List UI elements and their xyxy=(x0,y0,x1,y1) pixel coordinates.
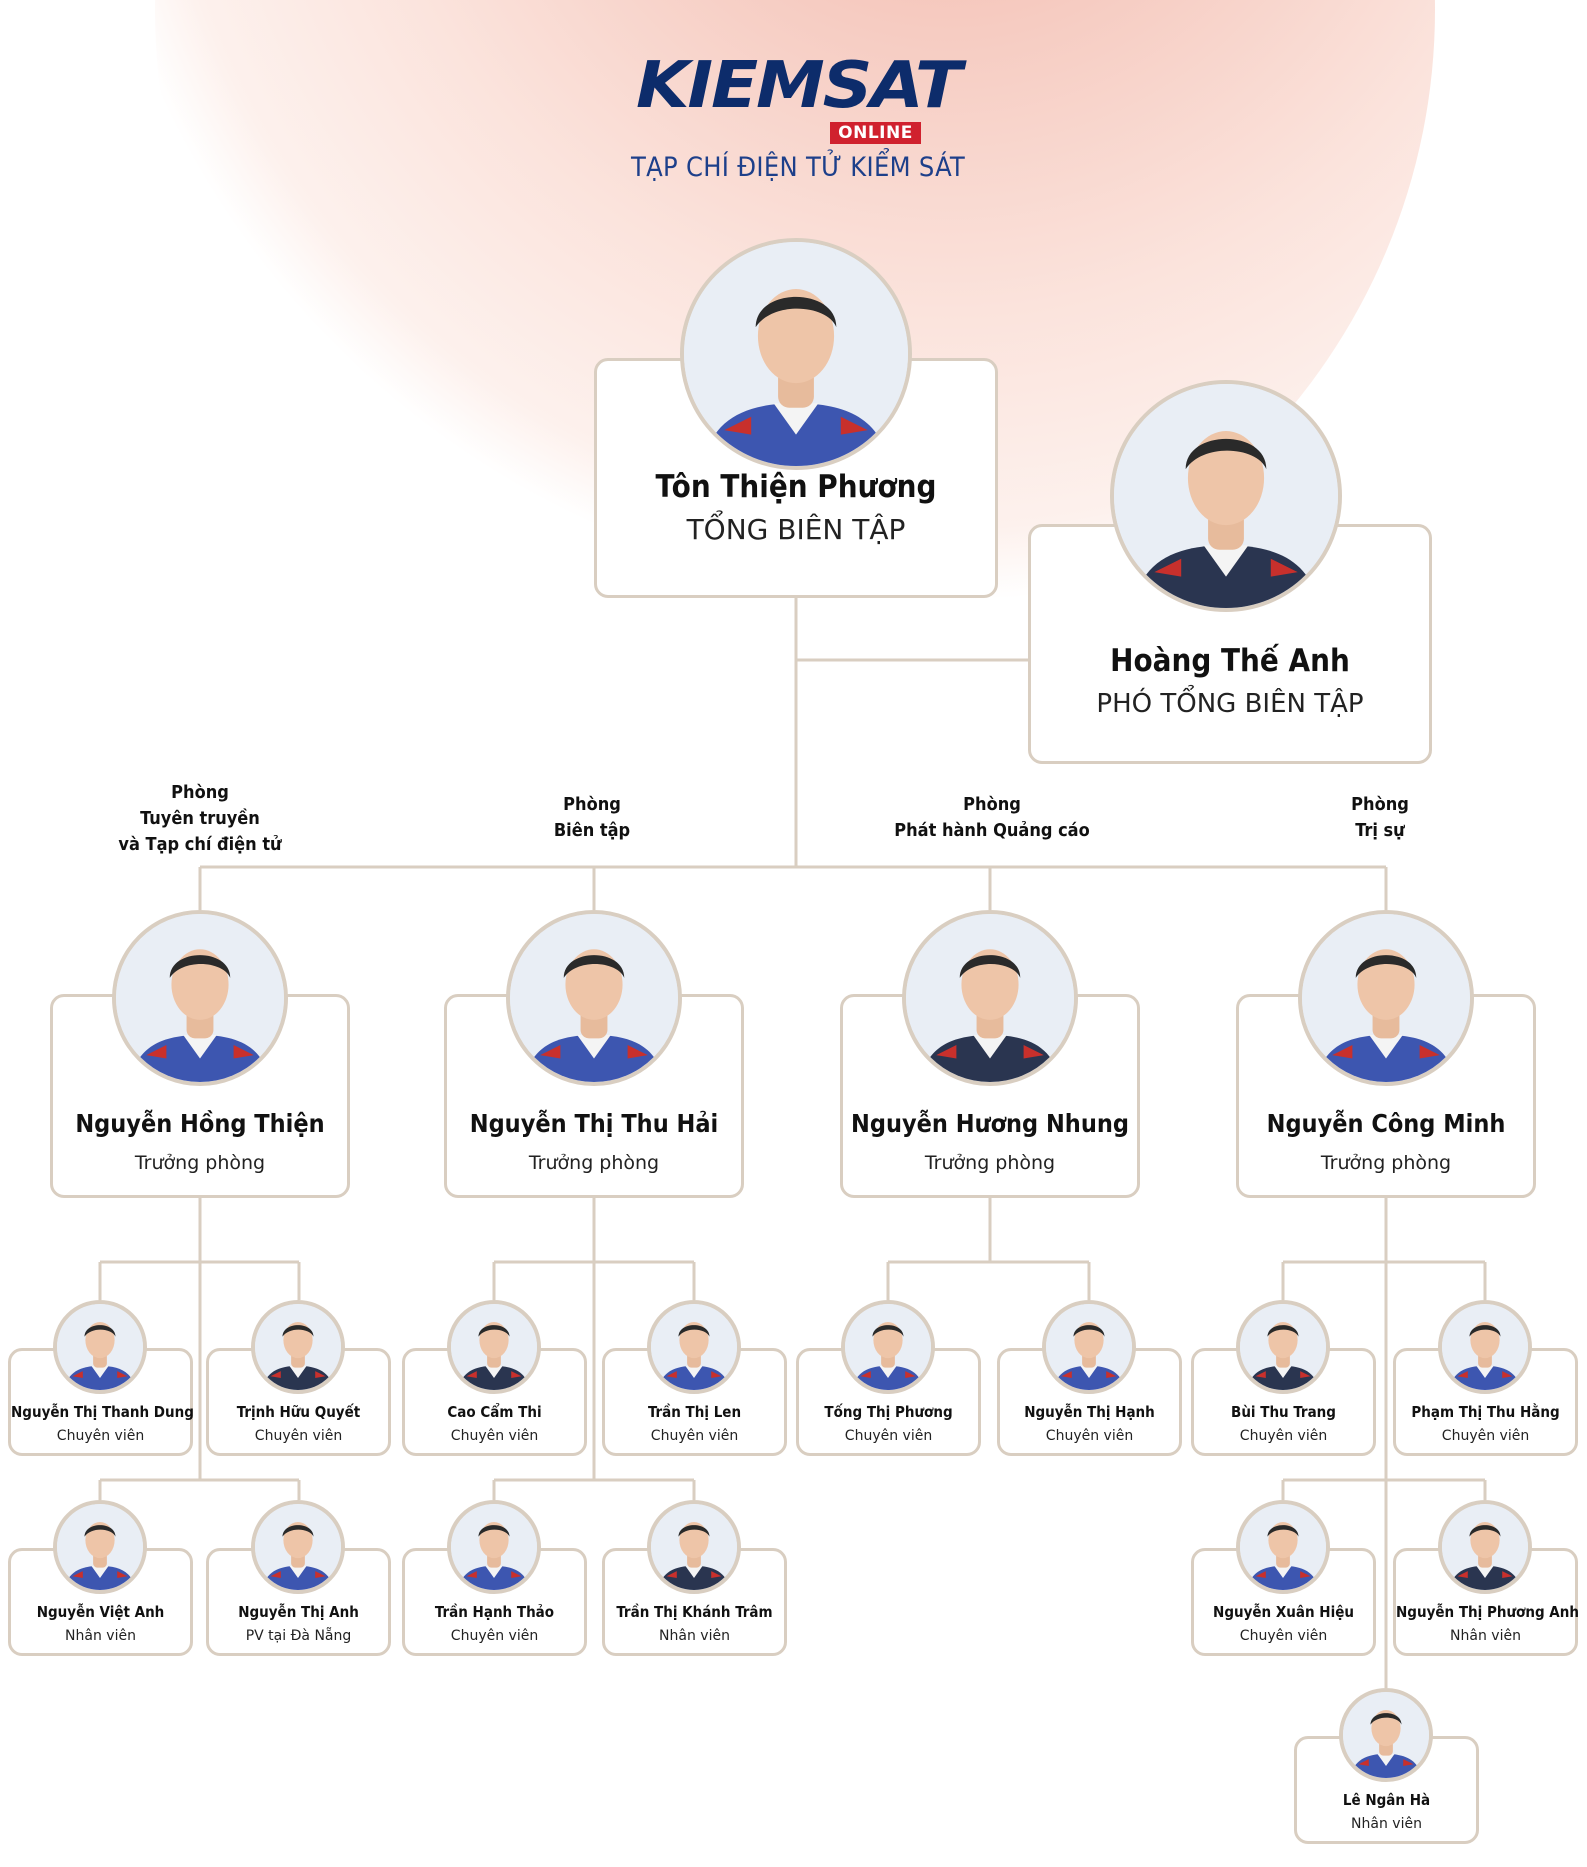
dept-head-avatar xyxy=(1298,910,1474,1086)
dept-label-propaganda: Phòng Tuyên truyền và Tạp chí điện tử xyxy=(118,782,282,855)
staff-name: Bùi Thu Trang xyxy=(1231,1403,1336,1421)
dept-label-distribution: Phòng Phát hành Quảng cáo xyxy=(894,794,1090,841)
staff-avatar xyxy=(647,1300,741,1394)
staff-avatar xyxy=(1042,1300,1136,1394)
logo-wordmark: KIEMSAT xyxy=(636,49,962,123)
staff-avatar xyxy=(447,1500,541,1594)
dept-head-title: Trưởng phòng xyxy=(134,1152,266,1174)
dept-label-administration: Phòng Trị sự xyxy=(1351,794,1409,841)
staff-title: Chuyên viên xyxy=(1441,1428,1530,1444)
staff-title: PV tại Đà Nẵng xyxy=(245,1628,352,1644)
staff-avatar xyxy=(1339,1688,1433,1782)
staff-name: Trịnh Hữu Quyết xyxy=(236,1403,361,1421)
dept-head-avatar xyxy=(902,910,1078,1086)
staff-avatar xyxy=(251,1500,345,1594)
dept-head-name: Nguyễn Hương Nhung xyxy=(851,1109,1129,1138)
staff-avatar xyxy=(251,1300,345,1394)
editor-in-chief-card: Tôn Thiện Phương TỔNG BIÊN TẬP xyxy=(594,358,998,598)
staff-avatar xyxy=(53,1500,147,1594)
editor-in-chief-avatar xyxy=(680,238,912,470)
deputy-editor-avatar xyxy=(1110,380,1342,612)
editor-in-chief-title: TỔNG BIÊN TẬP xyxy=(686,513,906,546)
staff-avatar xyxy=(1438,1300,1532,1394)
staff-title: Chuyên viên xyxy=(844,1428,933,1444)
staff-name: Nguyễn Thị Phương Anh xyxy=(1396,1603,1579,1621)
staff-card: Nguyễn Xuân Hiệu Chuyên viên xyxy=(1191,1548,1376,1656)
dept-head-name: Nguyễn Thị Thu Hải xyxy=(469,1109,719,1138)
logo-subtitle: TẠP CHÍ ĐIỆN TỬ KIỂM SÁT xyxy=(630,152,966,183)
deputy-editor-name: Hoàng Thế Anh xyxy=(1110,643,1350,679)
dept-label-editorial: Phòng Biên tập xyxy=(553,794,631,841)
staff-avatar xyxy=(1236,1300,1330,1394)
staff-title: Chuyên viên xyxy=(56,1428,145,1444)
dept-head-name: Nguyễn Công Minh xyxy=(1266,1109,1506,1138)
staff-avatar xyxy=(1438,1500,1532,1594)
staff-avatar xyxy=(1236,1500,1330,1594)
staff-name: Nguyễn Xuân Hiệu xyxy=(1213,1603,1354,1621)
staff-name: Lê Ngân Hà xyxy=(1342,1791,1431,1809)
staff-name: Cao Cẩm Thi xyxy=(447,1403,542,1421)
staff-name: Nguyễn Thị Hạnh xyxy=(1024,1403,1155,1421)
dept-head-avatar xyxy=(112,910,288,1086)
staff-title: Chuyên viên xyxy=(1239,1428,1328,1444)
staff-title: Chuyên viên xyxy=(1045,1428,1134,1444)
staff-avatar xyxy=(447,1300,541,1394)
dept-head-card: Nguyễn Công Minh Trưởng phòng xyxy=(1236,994,1536,1198)
staff-title: Nhân viên xyxy=(65,1628,136,1644)
staff-title: Nhân viên xyxy=(1351,1816,1422,1832)
staff-title: Chuyên viên xyxy=(650,1428,739,1444)
staff-name: Phạm Thị Thu Hằng xyxy=(1411,1403,1560,1421)
staff-title: Chuyên viên xyxy=(254,1428,343,1444)
staff-avatar xyxy=(841,1300,935,1394)
staff-name: Nguyễn Thị Anh xyxy=(238,1603,359,1621)
staff-name: Tống Thị Phương xyxy=(824,1403,953,1421)
logo-badge: ONLINE xyxy=(830,122,921,144)
staff-name: Trần Thị Len xyxy=(647,1403,742,1421)
dept-head-name: Nguyễn Hồng Thiện xyxy=(75,1109,325,1138)
staff-card: Trần Thị Len Chuyên viên xyxy=(602,1348,787,1456)
staff-title: Nhân viên xyxy=(1450,1628,1521,1644)
deputy-editor-title: PHÓ TỔNG BIÊN TẬP xyxy=(1096,689,1364,719)
staff-title: Chuyên viên xyxy=(1239,1628,1328,1644)
staff-name: Trần Hạnh Thảo xyxy=(434,1603,555,1621)
staff-name: Trần Thị Khánh Trâm xyxy=(616,1603,773,1621)
staff-name: Nguyễn Việt Anh xyxy=(36,1603,165,1621)
dept-head-title: Trưởng phòng xyxy=(1320,1152,1452,1174)
dept-head-avatar xyxy=(506,910,682,1086)
dept-head-title: Trưởng phòng xyxy=(924,1152,1056,1174)
staff-avatar xyxy=(647,1500,741,1594)
staff-title: Nhân viên xyxy=(659,1628,730,1644)
editor-in-chief-name: Tôn Thiện Phương xyxy=(655,469,937,505)
dept-head-title: Trưởng phòng xyxy=(528,1152,660,1174)
staff-avatar xyxy=(53,1300,147,1394)
staff-title: Chuyên viên xyxy=(450,1428,539,1444)
logo: KIEMSAT ONLINE TẠP CHÍ ĐIỆN TỬ KIỂM SÁT xyxy=(628,54,968,183)
staff-name: Nguyễn Thị Thanh Dung xyxy=(11,1403,194,1421)
staff-title: Chuyên viên xyxy=(450,1628,539,1644)
